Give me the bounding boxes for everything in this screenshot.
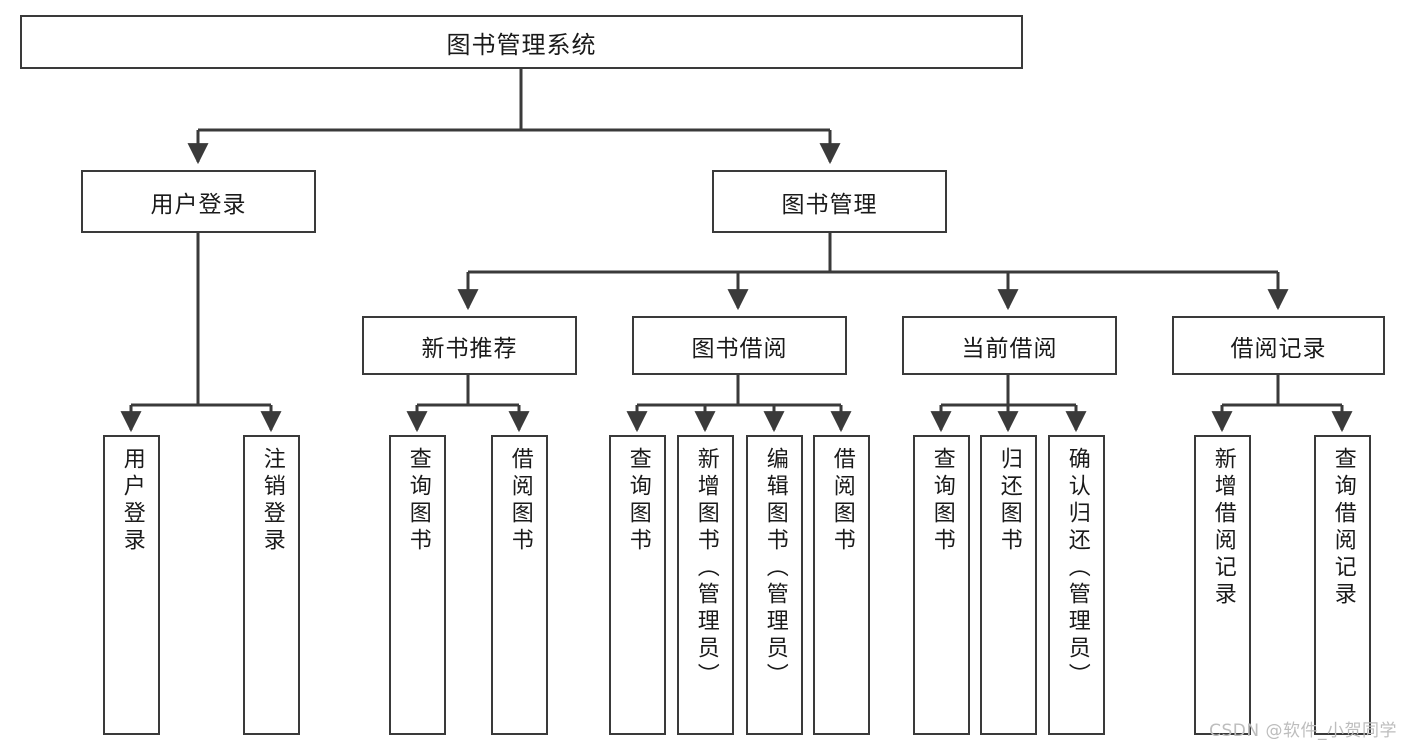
node-label: 查询图书: [625, 447, 651, 555]
leaf-return-book[interactable]: 归还图书: [980, 435, 1037, 735]
node-label: 图书管理系统: [446, 30, 597, 59]
leaf-logout[interactable]: 注销登录: [243, 435, 300, 735]
leaf-borrow-book[interactable]: 借阅图书: [813, 435, 870, 735]
node-label: 新增图书（管理员）: [693, 447, 719, 690]
node-label: 用户登录: [119, 447, 145, 555]
node-label: 借阅图书: [829, 447, 855, 555]
node-new-book-recommend[interactable]: 新书推荐: [362, 316, 577, 375]
node-label: 查询借阅记录: [1330, 447, 1356, 609]
node-label: 查询图书: [405, 447, 431, 555]
node-label: 借阅记录: [1230, 335, 1327, 362]
node-label: 注销登录: [259, 447, 285, 555]
node-label: 图书管理: [781, 191, 878, 218]
node-label: 新增借阅记录: [1210, 447, 1236, 609]
node-label: 用户登录: [150, 191, 247, 218]
node-book-borrow[interactable]: 图书借阅: [632, 316, 847, 375]
node-user-login[interactable]: 用户登录: [81, 170, 316, 233]
node-label: 图书借阅: [691, 335, 788, 362]
node-borrow-record[interactable]: 借阅记录: [1172, 316, 1385, 375]
node-current-borrow[interactable]: 当前借阅: [902, 316, 1117, 375]
leaf-add-borrow-record[interactable]: 新增借阅记录: [1194, 435, 1251, 735]
node-label: 归还图书: [996, 447, 1022, 555]
leaf-query-book-borrow[interactable]: 查询图书: [609, 435, 666, 735]
leaf-user-login[interactable]: 用户登录: [103, 435, 160, 735]
leaf-query-book-recommend[interactable]: 查询图书: [389, 435, 446, 735]
leaf-confirm-return-admin[interactable]: 确认归还（管理员）: [1048, 435, 1105, 735]
node-label: 编辑图书（管理员）: [762, 447, 788, 690]
node-label: 新书推荐: [421, 335, 518, 362]
node-book-management[interactable]: 图书管理: [712, 170, 947, 233]
leaf-query-borrow-record[interactable]: 查询借阅记录: [1314, 435, 1371, 735]
node-label: 确认归还（管理员）: [1064, 447, 1090, 690]
node-label: 查询图书: [929, 447, 955, 555]
watermark: CSDN @软件_小贺同学: [1209, 721, 1397, 741]
leaf-add-book-admin[interactable]: 新增图书（管理员）: [677, 435, 734, 735]
leaf-borrow-book-recommend[interactable]: 借阅图书: [491, 435, 548, 735]
leaf-edit-book-admin[interactable]: 编辑图书（管理员）: [746, 435, 803, 735]
leaf-query-book-current[interactable]: 查询图书: [913, 435, 970, 735]
node-root-library-system[interactable]: 图书管理系统: [20, 15, 1023, 69]
node-label: 借阅图书: [507, 447, 533, 555]
node-label: 当前借阅: [961, 335, 1058, 362]
